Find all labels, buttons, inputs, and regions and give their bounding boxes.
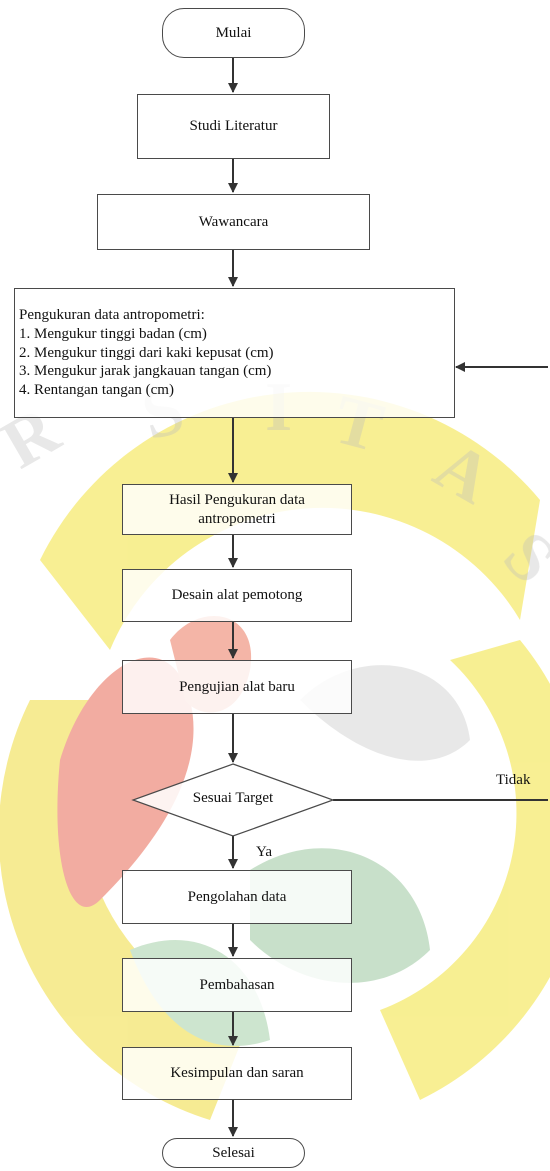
process-label: Pembahasan bbox=[199, 976, 275, 993]
process-label: Desain alat pemotong bbox=[171, 587, 303, 604]
end-terminal: Selesai bbox=[162, 1138, 305, 1168]
seal-red-motif bbox=[57, 657, 194, 908]
seal-ring-right bbox=[380, 640, 550, 1100]
process-label: Pengujian alat baru bbox=[179, 678, 295, 695]
decision-label: Sesuai Target bbox=[192, 790, 274, 806]
decision-diamond bbox=[131, 763, 335, 837]
process-label: Hasil Pengukuran data bbox=[169, 491, 305, 508]
process-label: Wawancara bbox=[198, 213, 269, 230]
process-heading: Pengukuran data antropometri: bbox=[19, 307, 205, 324]
process-list-item: 2. Mengukur tinggi dari kaki kepusat (cm… bbox=[19, 344, 274, 361]
process-label: Pengolahan data bbox=[187, 888, 287, 905]
decision-no-label: Tidak bbox=[496, 772, 531, 788]
process-pengujian-alat: Pengujian alat baru bbox=[122, 660, 352, 714]
process-list-item: 4. Rentangan tangan (cm) bbox=[19, 382, 174, 399]
process-pengolahan-data: Pengolahan data bbox=[122, 870, 352, 924]
process-label: Kesimpulan dan saran bbox=[170, 1065, 304, 1082]
process-studi-literatur: Studi Literatur bbox=[137, 94, 330, 159]
process-label: antropometri bbox=[198, 510, 276, 527]
process-wawancara: Wawancara bbox=[97, 194, 370, 250]
start-terminal: Mulai bbox=[162, 8, 305, 58]
process-list-item: 3. Mengukur jarak jangkauan tangan (cm) bbox=[19, 363, 272, 380]
process-desain-alat: Desain alat pemotong bbox=[122, 569, 352, 622]
process-hasil-pengukuran: Hasil Pengukuran data antropometri bbox=[122, 484, 352, 535]
process-label: Studi Literatur bbox=[189, 118, 278, 135]
process-pembahasan: Pembahasan bbox=[122, 958, 352, 1012]
seal-ring bbox=[40, 391, 540, 650]
decision-yes-label: Ya bbox=[256, 844, 272, 860]
start-label: Mulai bbox=[215, 24, 252, 41]
process-pengukuran-antropometri: Pengukuran data antropometri: 1. Menguku… bbox=[14, 288, 455, 418]
process-kesimpulan: Kesimpulan dan saran bbox=[122, 1047, 352, 1100]
process-list-item: 1. Mengukur tinggi badan (cm) bbox=[19, 325, 207, 342]
end-label: Selesai bbox=[212, 1144, 255, 1161]
